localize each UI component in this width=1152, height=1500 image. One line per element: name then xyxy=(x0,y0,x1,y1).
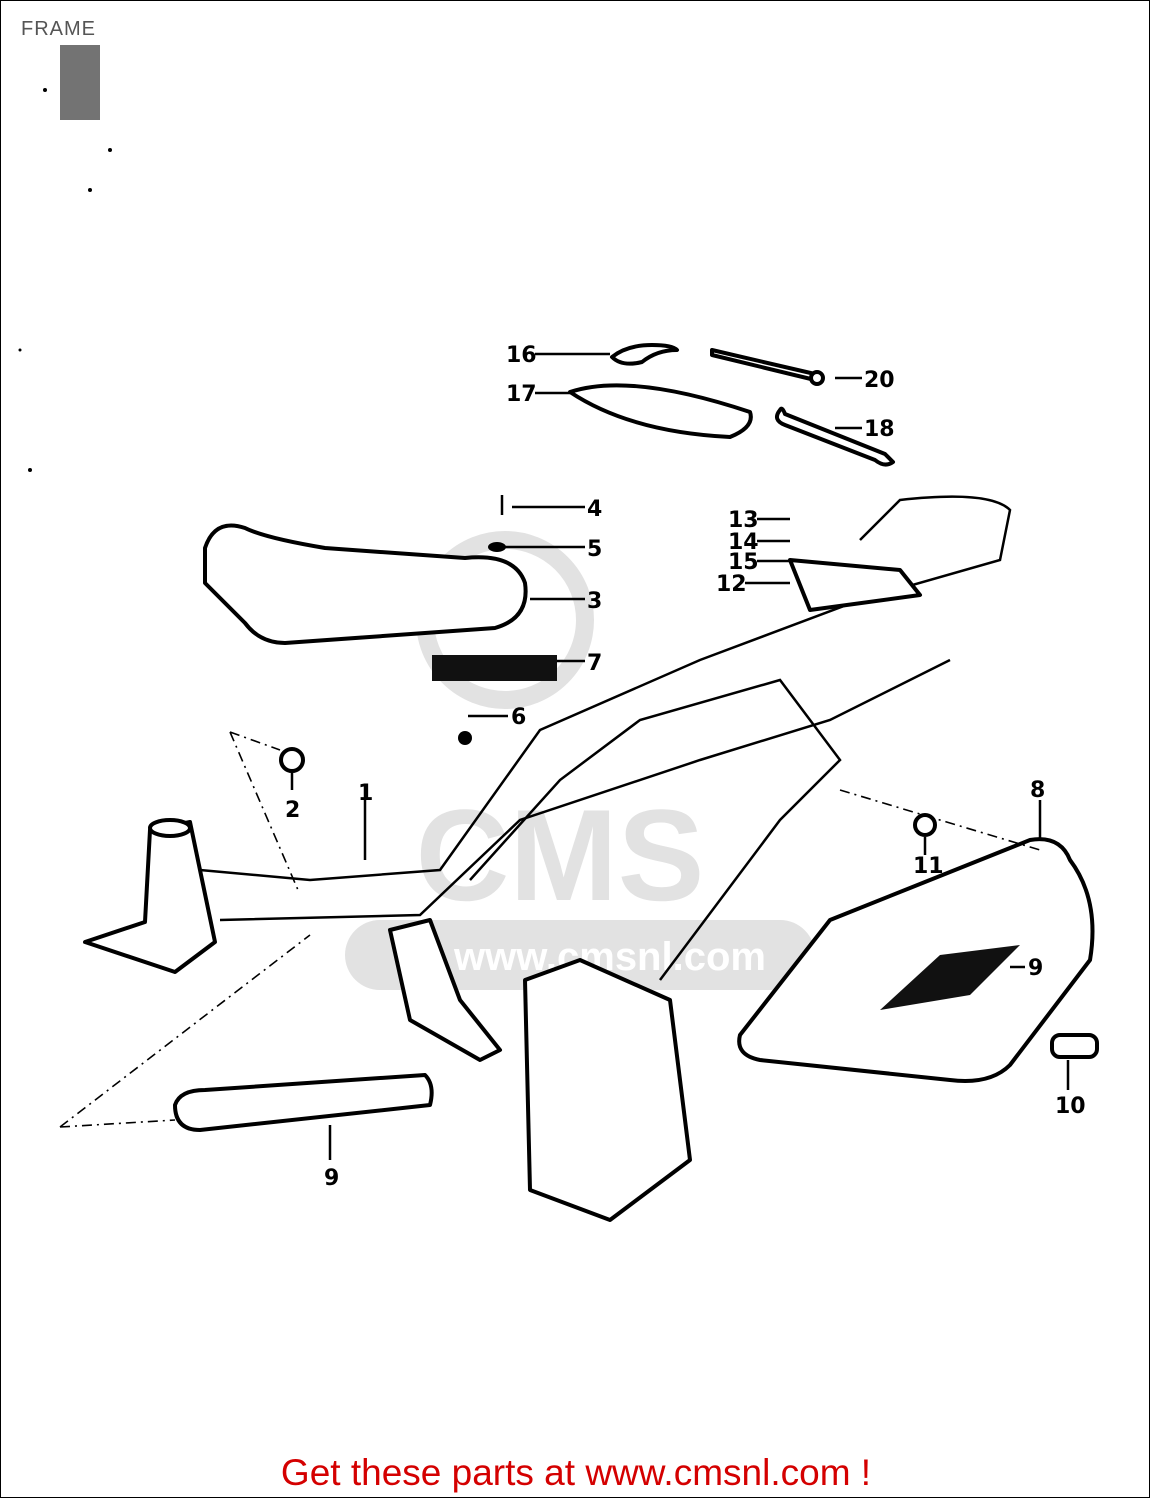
part-20-rod xyxy=(710,348,825,386)
part-6-nut xyxy=(458,731,472,745)
callout-14: 14 xyxy=(728,530,759,555)
callout-10: 10 xyxy=(1055,1094,1086,1119)
callout-5: 5 xyxy=(587,537,602,562)
callout-11: 11 xyxy=(913,854,944,879)
part-7-emblem xyxy=(432,655,557,681)
footer-banner: Get these parts at www.cmsnl.com ! xyxy=(0,1452,1152,1494)
callout-3: 3 xyxy=(587,589,602,614)
callout-16: 16 xyxy=(506,343,537,368)
part-2-cap xyxy=(279,747,305,773)
part-3-seat xyxy=(203,523,528,645)
callout-7: 7 xyxy=(587,651,602,676)
part-1-frame xyxy=(83,495,1012,1222)
part-18-wrench xyxy=(774,406,895,467)
footer-link[interactable]: www.cmsnl.com xyxy=(585,1452,851,1493)
watermark-logo-text: CMS xyxy=(416,782,705,928)
callout-6: 6 xyxy=(511,705,526,730)
callout-1: 1 xyxy=(358,781,373,806)
callout-8: 8 xyxy=(1030,778,1045,803)
footer-prefix: Get these parts at xyxy=(280,1452,586,1493)
callout-20: 20 xyxy=(864,368,895,393)
scan-noise xyxy=(18,45,112,472)
callout-9-side: 9 xyxy=(1028,956,1043,981)
part-5-washer xyxy=(488,542,506,552)
callout-9-tube: 9 xyxy=(324,1166,339,1191)
part-8-side-cover xyxy=(737,837,1095,1083)
leader-lines xyxy=(290,352,1070,1160)
callout-13: 13 xyxy=(728,508,759,533)
page-title: FRAME xyxy=(21,18,96,40)
footer-suffix: ! xyxy=(850,1452,872,1493)
callout-15: 15 xyxy=(728,550,759,575)
callout-12: 12 xyxy=(716,572,747,597)
callout-17: 17 xyxy=(506,382,537,407)
part-9-tube xyxy=(173,1073,434,1132)
part-16-clip xyxy=(610,343,679,366)
callout-18: 18 xyxy=(864,417,895,442)
callout-4: 4 xyxy=(587,497,602,522)
guide-lines xyxy=(59,731,1041,1128)
part-17-tool-bag xyxy=(568,383,753,439)
part-10-grommet xyxy=(1050,1033,1099,1059)
callout-2: 2 xyxy=(285,798,300,823)
